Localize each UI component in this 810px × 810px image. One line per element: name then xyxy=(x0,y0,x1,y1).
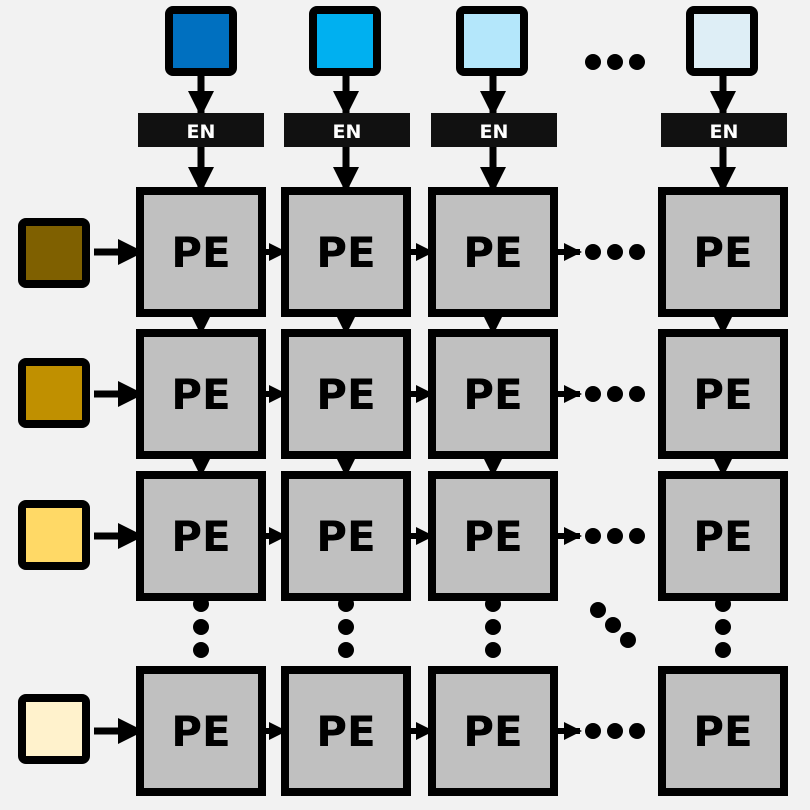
processing-element-label: PE xyxy=(316,228,375,277)
processing-element xyxy=(428,187,558,317)
top-ellipsis-dot xyxy=(629,54,645,70)
column-input-square-4 xyxy=(686,6,758,76)
horizontal-ellipsis-dot xyxy=(607,723,623,739)
processing-element-label: PE xyxy=(693,228,752,277)
vertical-ellipsis-dot xyxy=(338,596,354,612)
processing-element-label: PE xyxy=(463,512,522,561)
horizontal-ellipsis-dot xyxy=(607,386,623,402)
processing-element xyxy=(428,471,558,601)
vertical-ellipsis-dot xyxy=(193,619,209,635)
processing-element xyxy=(281,666,411,796)
vertical-ellipsis-dot xyxy=(715,642,731,658)
enable-unit-label: EN xyxy=(480,121,509,143)
processing-element xyxy=(281,471,411,601)
processing-element xyxy=(428,666,558,796)
vertical-ellipsis-dot xyxy=(193,642,209,658)
processing-element-label: PE xyxy=(693,707,752,756)
processing-element xyxy=(658,471,788,601)
top-ellipsis-dot xyxy=(585,54,601,70)
processing-element xyxy=(658,329,788,459)
column-input-square-3 xyxy=(456,6,528,76)
horizontal-ellipsis-dot xyxy=(629,528,645,544)
processing-element-label: PE xyxy=(693,512,752,561)
processing-element-label: PE xyxy=(316,512,375,561)
horizontal-ellipsis-dot xyxy=(629,723,645,739)
diagonal-ellipsis-dot xyxy=(620,632,636,648)
vertical-ellipsis-dot xyxy=(485,642,501,658)
enable-unit-label: EN xyxy=(710,121,739,143)
vertical-ellipsis-dot xyxy=(715,596,731,612)
processing-element-label: PE xyxy=(171,228,230,277)
row-input-square-4 xyxy=(18,694,90,764)
vertical-ellipsis-dot xyxy=(715,619,731,635)
processing-element-label: PE xyxy=(463,370,522,419)
processing-element xyxy=(136,666,266,796)
processing-element xyxy=(281,187,411,317)
processing-element xyxy=(658,666,788,796)
processing-element xyxy=(136,187,266,317)
vertical-ellipsis-dot xyxy=(193,596,209,612)
processing-element xyxy=(658,187,788,317)
enable-unit-4 xyxy=(661,113,787,147)
processing-element xyxy=(428,329,558,459)
horizontal-ellipsis-dot xyxy=(585,723,601,739)
horizontal-ellipsis-dot xyxy=(585,528,601,544)
enable-unit-label: EN xyxy=(333,121,362,143)
ellipsis-layer xyxy=(193,54,731,739)
horizontal-ellipsis-dot xyxy=(629,386,645,402)
connections-layer xyxy=(94,72,736,744)
horizontal-ellipsis-dot xyxy=(585,244,601,260)
vertical-ellipsis-dot xyxy=(338,642,354,658)
diagonal-ellipsis-dot xyxy=(590,602,606,618)
blocks-layer: EN EN EN EN PE PE PE PE PE PE PE PE PE PE PE PE PE PE PE PE xyxy=(18,6,788,796)
processing-element-label: PE xyxy=(171,370,230,419)
vertical-ellipsis-dot xyxy=(485,596,501,612)
processing-element-label: PE xyxy=(316,707,375,756)
vertical-ellipsis-dot xyxy=(338,619,354,635)
horizontal-ellipsis-dot xyxy=(607,244,623,260)
row-input-square-2 xyxy=(18,358,90,428)
processing-element-label: PE xyxy=(171,512,230,561)
processing-element-label: PE xyxy=(693,370,752,419)
enable-unit-label: EN xyxy=(187,121,216,143)
processing-element-label: PE xyxy=(316,370,375,419)
processing-element xyxy=(136,329,266,459)
horizontal-ellipsis-dot xyxy=(607,528,623,544)
diagonal-ellipsis-dot xyxy=(605,617,621,633)
processing-element-label: PE xyxy=(463,228,522,277)
vertical-ellipsis-dot xyxy=(485,619,501,635)
row-input-square-1 xyxy=(18,218,90,288)
processing-element-label: PE xyxy=(171,707,230,756)
horizontal-ellipsis-dot xyxy=(629,244,645,260)
column-input-square-1 xyxy=(165,6,237,76)
processing-element-label: PE xyxy=(463,707,522,756)
top-ellipsis-dot xyxy=(607,54,623,70)
column-input-square-2 xyxy=(309,6,381,76)
enable-unit-2 xyxy=(284,113,410,147)
enable-unit-3 xyxy=(431,113,557,147)
enable-unit-1 xyxy=(138,113,264,147)
horizontal-ellipsis-dot xyxy=(585,386,601,402)
row-input-square-3 xyxy=(18,500,90,570)
processing-element xyxy=(281,329,411,459)
